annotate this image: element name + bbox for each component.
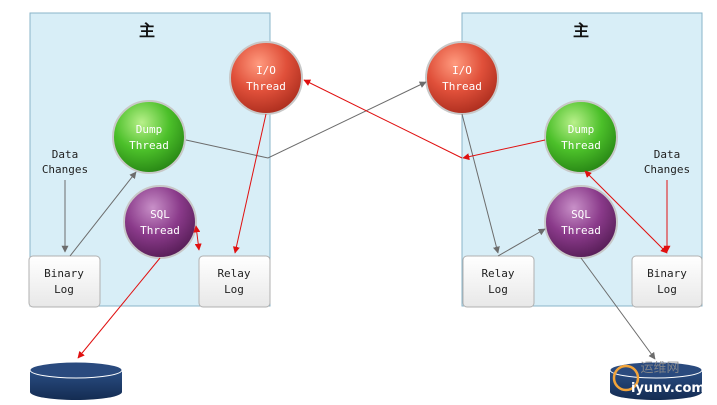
watermark: 运维网 iyunv.com	[612, 361, 705, 396]
right-relay-log-label-2: Log	[488, 283, 508, 296]
left-dump-thread-label-2: Thread	[129, 139, 169, 152]
watermark-logo-icon	[612, 364, 640, 392]
left-io-thread-label-2: Thread	[246, 80, 286, 93]
left-relay-log-label-2: Log	[224, 283, 244, 296]
right-sql-thread-label-1: SQL	[571, 208, 591, 221]
left-database-icon	[29, 361, 123, 400]
left-io-thread-label-1: I/O	[256, 64, 276, 77]
right-dump-thread-label-1: Dump	[568, 123, 595, 136]
right-binary-log: Binary Log	[631, 255, 703, 308]
right-server-title: 主	[573, 21, 589, 40]
left-binary-log-label-1: Binary	[44, 267, 84, 280]
left-relay-log: Relay Log	[198, 255, 271, 308]
left-server: 主 I/O Thread Dump Thread SQL Thread Data…	[28, 12, 303, 308]
right-io-thread: I/O Thread	[425, 41, 499, 115]
right-binary-log-label-1: Binary	[647, 267, 687, 280]
arrow-left-dump-to-right-io	[185, 81, 427, 159]
arrow-right-io-to-relay	[461, 113, 500, 254]
left-dump-thread-label-1: Dump	[136, 123, 163, 136]
arrow-right-sql-to-db	[580, 257, 656, 360]
left-binary-log: Binary Log	[28, 255, 101, 308]
gray-arrows	[61, 81, 656, 360]
right-data-changes-label-2: Changes	[644, 163, 690, 176]
right-sql-thread-label-2: Thread	[561, 224, 601, 237]
arrow-left-io-to-relay	[232, 113, 267, 254]
right-binary-log-label-2: Log	[657, 283, 677, 296]
arrow-right-dump-to-left-io	[303, 79, 463, 159]
left-server-title: 主	[139, 21, 155, 40]
arrow-left-binlog-to-dump	[69, 171, 137, 257]
arrow-right-binlog-dump	[584, 170, 668, 254]
left-relay-log-label-1: Relay	[217, 267, 250, 280]
left-sql-thread: SQL Thread	[123, 185, 197, 259]
right-io-thread-label-1: I/O	[452, 64, 472, 77]
red-arrows	[77, 79, 671, 359]
right-dump-thread-label-2: Thread	[561, 139, 601, 152]
arrow-left-sql-to-db	[77, 257, 161, 359]
arrow-right-dump-stub	[462, 139, 546, 161]
right-dump-thread: Dump Thread	[544, 100, 618, 174]
left-sql-thread-label-2: Thread	[140, 224, 180, 237]
left-dump-thread: Dump Thread	[112, 100, 186, 174]
right-relay-log-label-1: Relay	[481, 267, 514, 280]
right-database-icon	[609, 361, 703, 400]
watermark-top: 运维网	[640, 361, 679, 376]
right-relay-log: Relay Log	[462, 255, 535, 308]
arrow-right-relay-to-sql	[497, 228, 546, 257]
right-sql-thread: SQL Thread	[544, 185, 618, 259]
left-binary-log-label-2: Log	[54, 283, 74, 296]
left-data-changes-label-1: Data	[52, 148, 79, 161]
left-io-thread: I/O Thread	[229, 41, 303, 115]
right-io-thread-label-2: Thread	[442, 80, 482, 93]
left-data-changes-label-2: Changes	[42, 163, 88, 176]
left-sql-thread-label-1: SQL	[150, 208, 170, 221]
right-server: 主 I/O Thread Dump Thread SQL Thread Data…	[425, 12, 703, 308]
right-data-changes-label-1: Data	[654, 148, 681, 161]
arrow-left-relay-sql	[193, 225, 202, 251]
watermark-bottom: iyunv.com	[631, 381, 705, 396]
